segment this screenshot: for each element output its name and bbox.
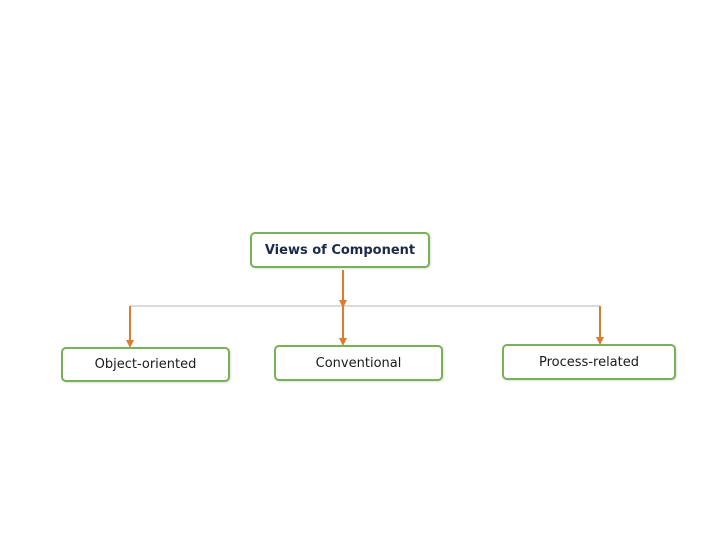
child-node-conventional: Conventional [274,345,443,381]
root-node: Views of Component [250,232,430,268]
child-node-process-related: Process-related [502,344,676,380]
child-node-object-oriented: Object-oriented [61,347,230,382]
